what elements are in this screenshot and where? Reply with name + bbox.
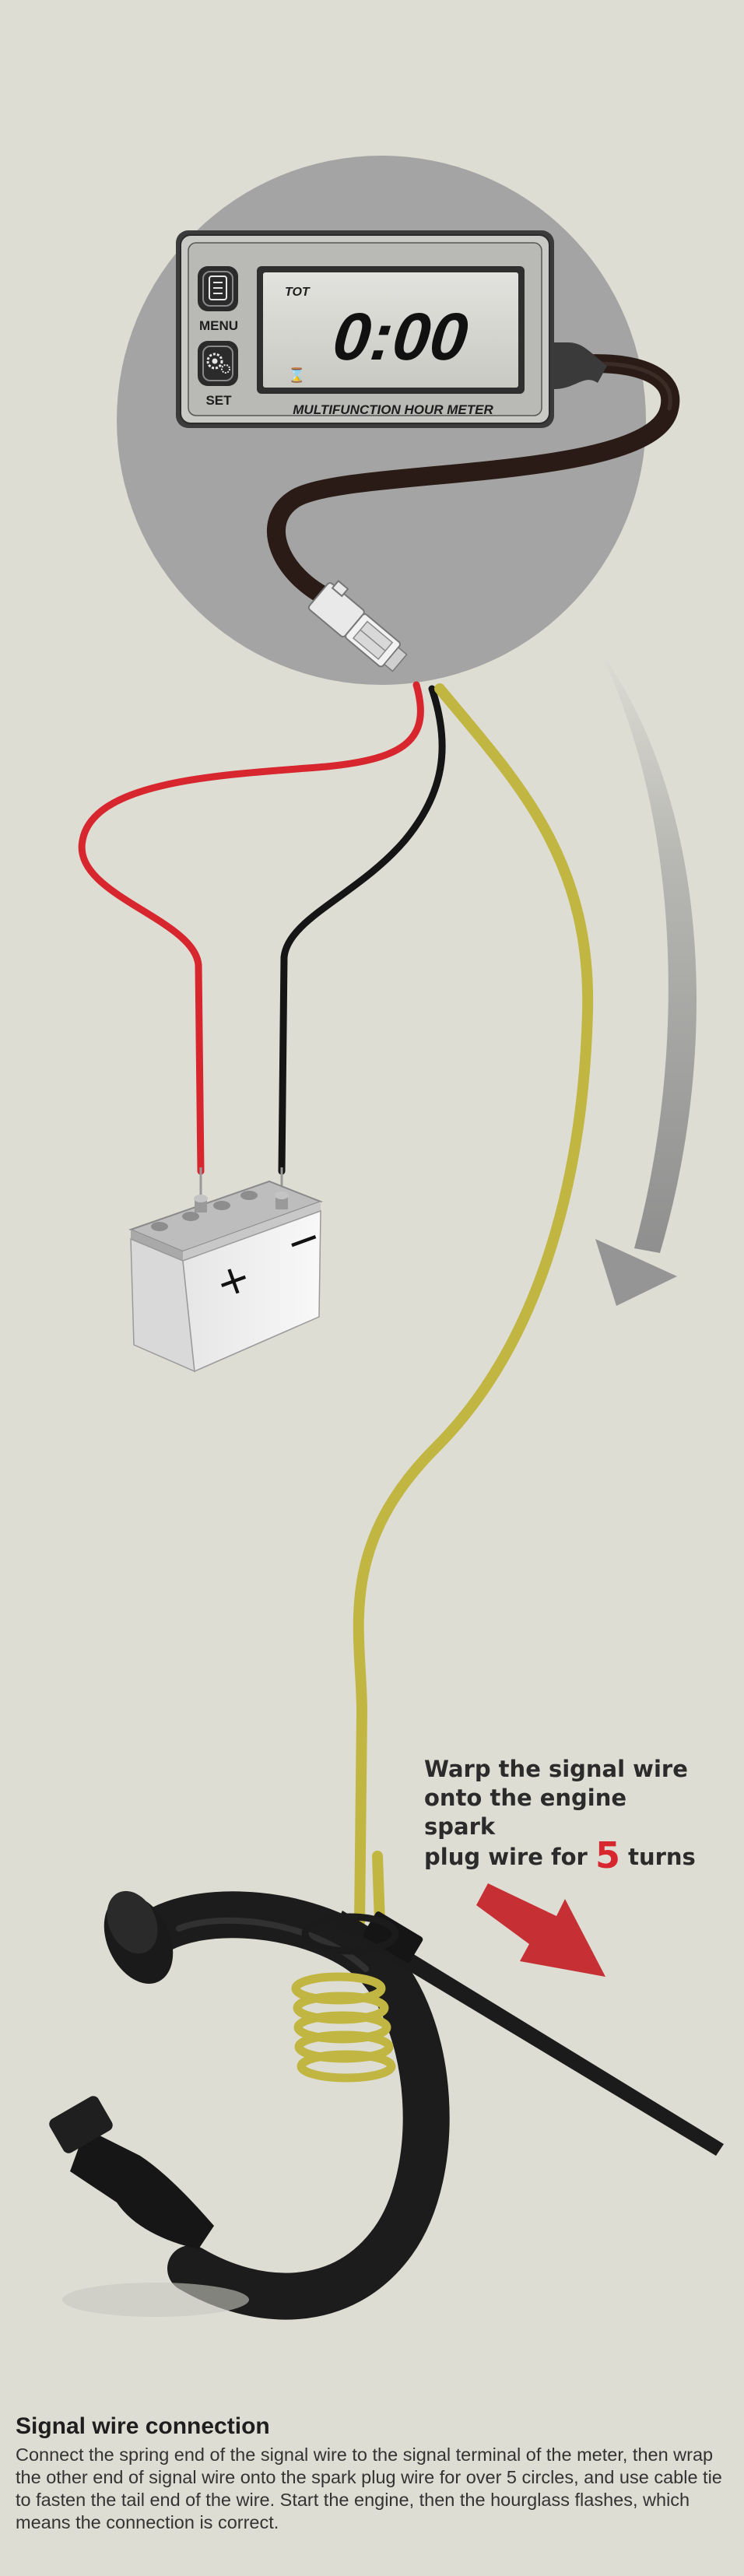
battery xyxy=(128,1180,323,1373)
caption-title: Signal wire connection xyxy=(16,2413,270,2439)
lcd-mode-label: TOT xyxy=(285,286,311,299)
set-button[interactable] xyxy=(198,341,238,386)
black-ground-wire xyxy=(278,685,446,1175)
cable-tie xyxy=(301,1911,724,2156)
direction-arrow-gray xyxy=(599,650,697,1253)
gear-icon xyxy=(206,353,230,374)
direction-arrow-gray-head xyxy=(595,1239,677,1306)
wrap-instruction-line-2: onto the engine spark xyxy=(424,1785,627,1840)
signal-wire-coil xyxy=(291,1972,396,2083)
lcd-time-readout: 0:00 xyxy=(329,300,471,374)
wrap-instruction-line-3-after: turns xyxy=(628,1844,696,1870)
caption-block: Signal wire connection Connect the sprin… xyxy=(16,2413,732,2534)
set-button-label: SET xyxy=(205,393,232,408)
turns-count: 5 xyxy=(595,1834,620,1876)
lcd-screen xyxy=(263,272,518,388)
wrap-instruction-line-1: Warp the signal wire xyxy=(424,1756,688,1782)
hour-meter xyxy=(176,230,607,428)
spark-plug-wire xyxy=(49,1890,450,2320)
direction-arrow-red xyxy=(476,1883,605,1977)
menu-button-label: MENU xyxy=(199,318,238,333)
wrap-instruction-line-3: plug wire for 5 turns xyxy=(424,1837,704,1873)
caption-body: Connect the spring end of the signal wir… xyxy=(16,2444,722,2532)
wire-connector xyxy=(307,580,408,672)
wrap-instruction-line-3-before: plug wire for xyxy=(424,1844,588,1870)
signal-wire xyxy=(353,683,594,1928)
hourglass-icon: ⌛ xyxy=(288,367,305,384)
meter-product-label: MULTIFUNCTION HOUR METER xyxy=(293,402,493,417)
menu-list-icon xyxy=(209,275,227,300)
red-power-wire xyxy=(78,681,424,1175)
wrap-instruction-note: Warp the signal wire onto the engine spa… xyxy=(424,1755,704,1873)
